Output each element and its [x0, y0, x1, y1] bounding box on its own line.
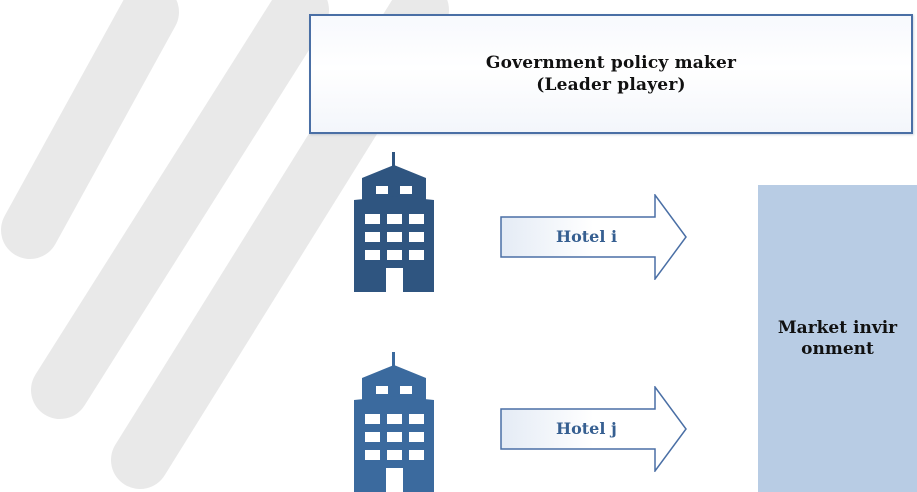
- watermark-stroke-1: [1, 0, 179, 259]
- market-environment-box: Market invironment: [758, 185, 917, 492]
- hotel-i-label: Hotel i: [556, 227, 618, 246]
- hotel-j-label: Hotel j: [556, 419, 617, 438]
- hotel-i-building-icon: [354, 152, 434, 292]
- hotel-j-arrow: [500, 386, 687, 472]
- leader-title-line2: (Leader player): [536, 75, 686, 95]
- watermark-stroke-2: [31, 0, 329, 419]
- market-environment-label: Market invironment: [777, 317, 898, 359]
- hotel-i-arrow: [500, 194, 687, 280]
- leader-title-line1: Government policy maker: [485, 53, 737, 73]
- leader-player-box: Government policy maker (Leader player): [309, 14, 913, 134]
- hotel-j-building-icon: [354, 352, 434, 492]
